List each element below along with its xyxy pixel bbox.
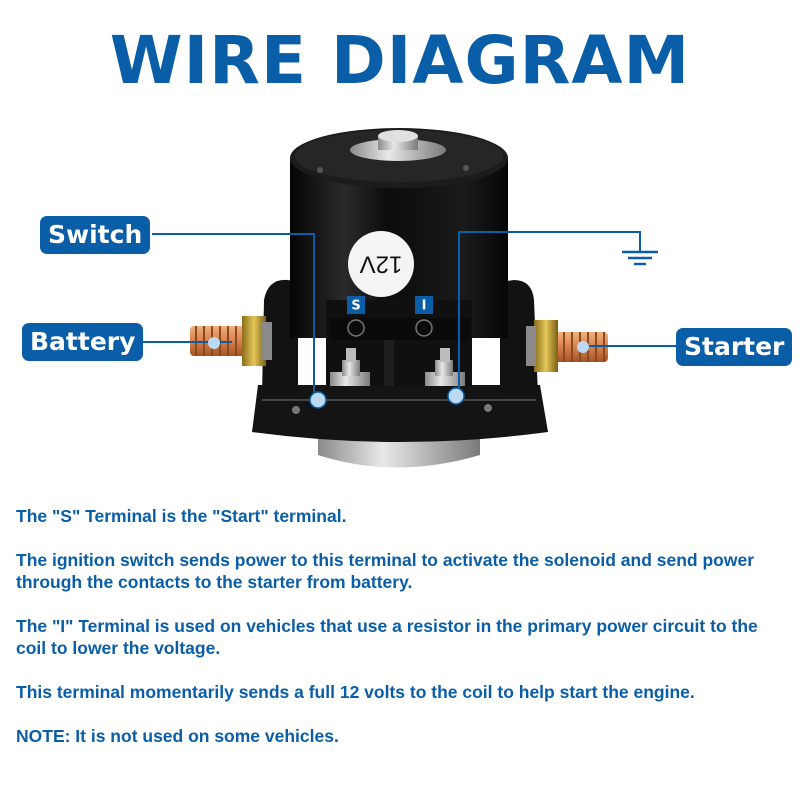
paragraph-i-terminal: The "I" Terminal is used on vehicles tha… [16,616,758,658]
stud-s [330,348,370,386]
solenoid-diagram: 12V S I [134,128,676,468]
paragraph-ignition: The ignition switch sends power to this … [16,550,755,592]
wire-lines [134,231,676,398]
voltage-label: 12V [360,251,403,278]
ground-symbol-icon [622,250,658,266]
switch-terminal-dot [309,391,327,409]
left-bracket [262,279,298,395]
terminal-i-tag: I [415,296,433,337]
switch-label: Switch [40,216,151,254]
paragraph-momentary: This terminal momentarily sends a full 1… [16,682,695,702]
starter-label: Starter [676,328,793,366]
terminal-s-tag: S [347,296,365,337]
ground-wire [458,231,641,398]
switch-wire [152,233,315,398]
stud-i [425,348,465,386]
starter-terminal-dot [577,341,589,353]
battery-terminal-dot [208,337,220,349]
top-stud [317,130,469,173]
battery-label: Battery [22,323,144,361]
note-text: NOTE: It is not used on some vehicles. [16,726,339,746]
page-title: WIRE DIAGRAM [109,22,691,99]
paragraph-s-terminal: The "S" Terminal is the "Start" terminal… [16,506,347,526]
i-terminal-dot [447,387,465,405]
voltage-badge: 12V [348,231,414,297]
description-text: The "S" Terminal is the "Start" terminal… [16,505,791,769]
right-bracket [500,280,538,395]
terminal-s-label: S [351,299,360,314]
terminal-i-label: I [422,299,427,314]
solenoid-bottom-cap [318,435,480,468]
